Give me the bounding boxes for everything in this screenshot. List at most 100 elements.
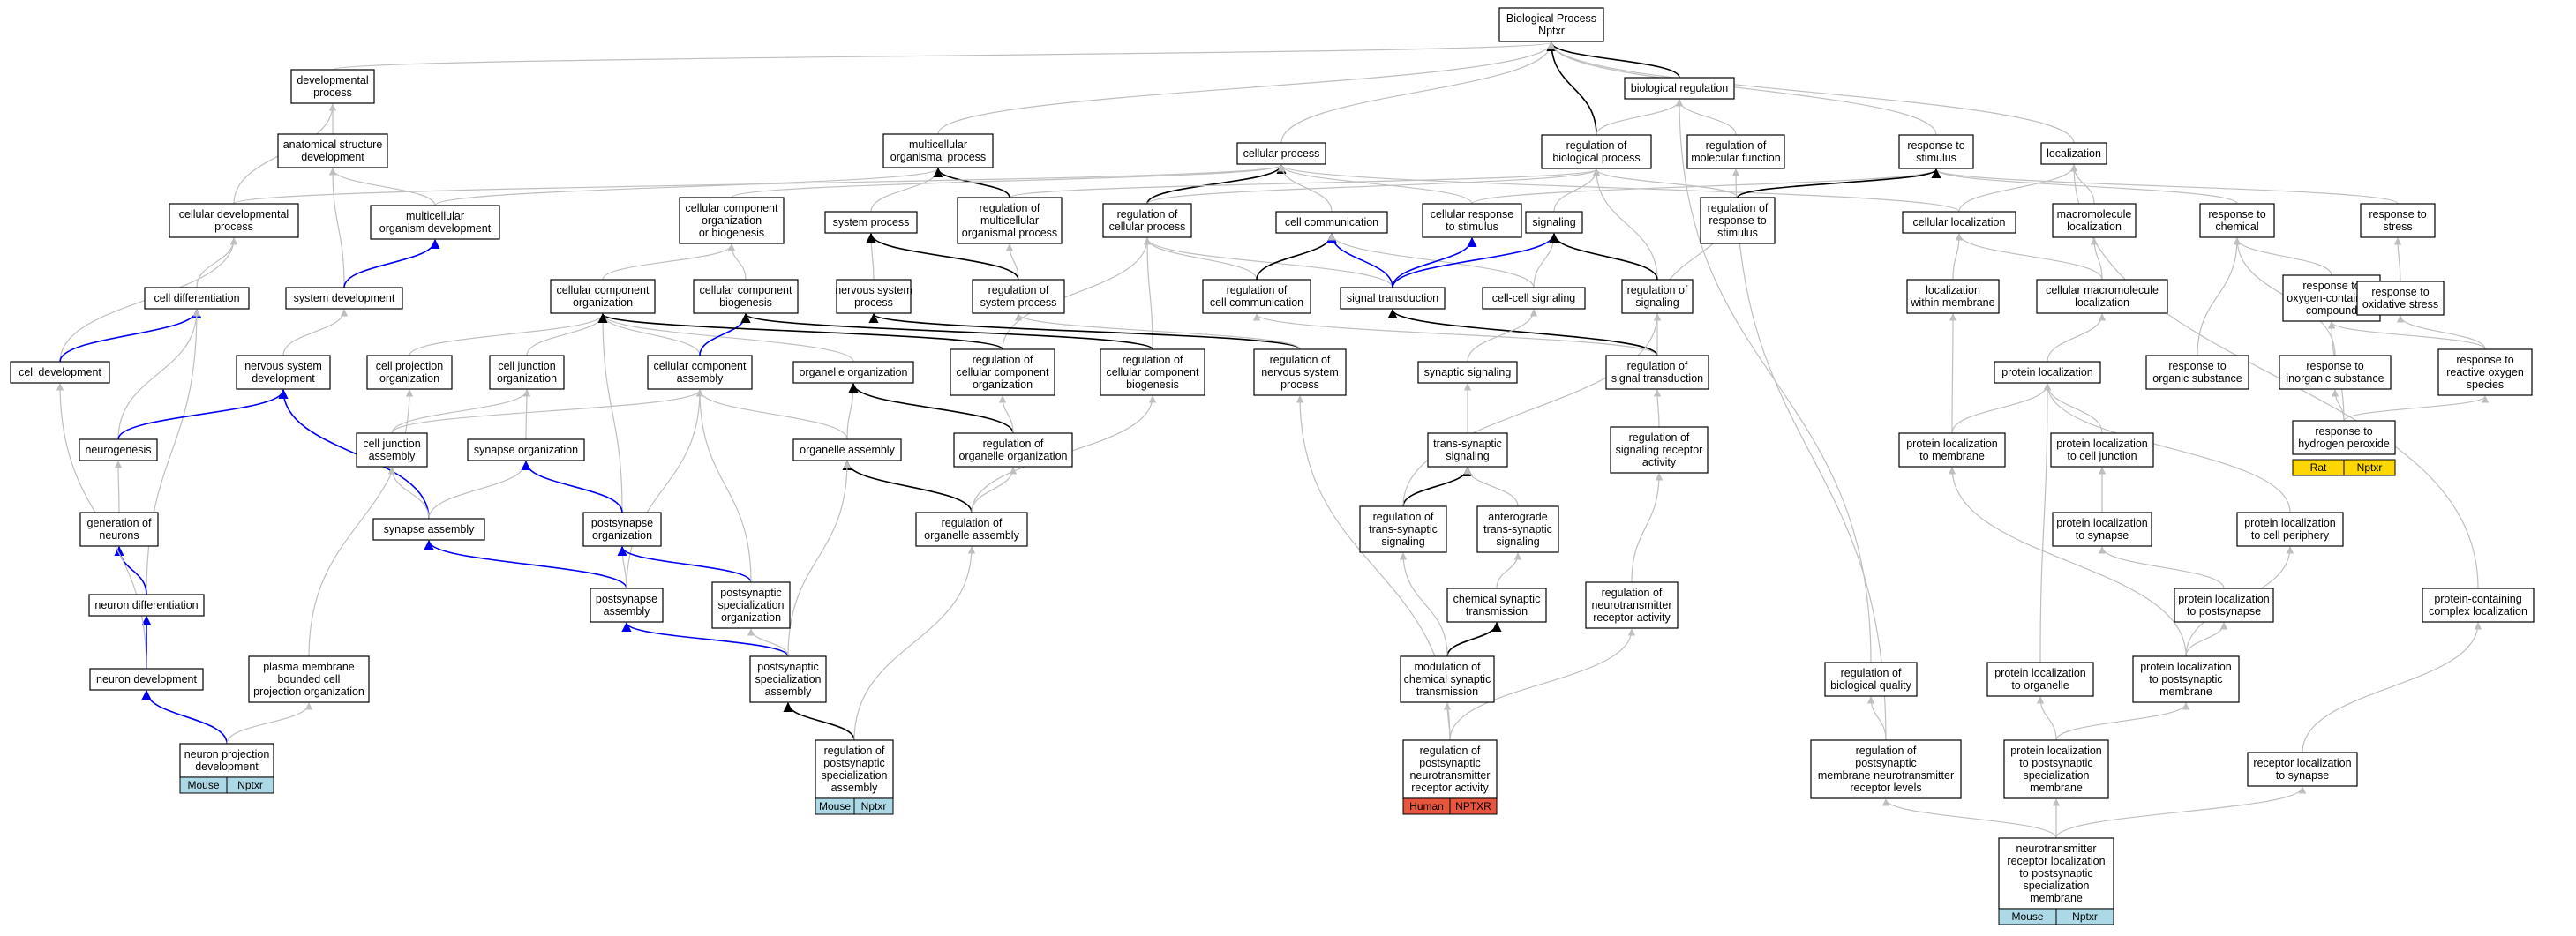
edge-ccorg-to-ccob xyxy=(602,243,736,281)
node-box xyxy=(2360,203,2436,238)
edge-anterotss-to-transsynsig xyxy=(1463,467,1519,507)
node-label-line: signaling xyxy=(1446,450,1489,462)
node-label-line: organismal process xyxy=(962,227,1057,239)
node-label-line: projection organization xyxy=(253,685,364,698)
node-box xyxy=(1422,203,1522,238)
node-label-line: activity xyxy=(1642,456,1677,468)
edge-celldevproc-to-cellproc xyxy=(233,164,1285,205)
node-label-line: protein localization xyxy=(1906,438,1998,450)
node-label-line: cellular component xyxy=(654,360,747,372)
node-box xyxy=(647,355,753,390)
node-box xyxy=(1525,211,1583,234)
node-box xyxy=(1275,211,1388,234)
node-label-line: response to xyxy=(2371,286,2429,298)
node-label-line: receptor localization xyxy=(2007,855,2105,867)
node-label-line: cellular component xyxy=(957,366,1049,378)
node-box xyxy=(144,287,250,310)
edge-neurogenesis-to-nsdev xyxy=(117,388,289,440)
node-box xyxy=(972,279,1065,314)
tag-species: Mouse xyxy=(2011,910,2043,923)
node-label-line: cell development xyxy=(19,366,101,378)
node-box xyxy=(679,197,785,244)
edge-neurogenesis-to-celldiff xyxy=(117,309,201,440)
edge-sigtrans-to-cellcomm xyxy=(1326,232,1393,288)
node-label-line: oxidative stress xyxy=(2362,298,2438,311)
node-label-line: development xyxy=(195,760,259,773)
node-label-line: to postsynaptic xyxy=(2019,867,2092,880)
edge-celljuncasm-to-celljuncorg xyxy=(391,389,531,434)
edge-protlocpssm-to-protlocpsm xyxy=(2055,702,2190,741)
node-label-line: chemical synaptic xyxy=(1453,593,1541,605)
edge-sysdev-to-multiorgdev xyxy=(343,238,440,288)
node-label-line: species xyxy=(2467,378,2504,391)
edge-sigtrans-to-regcellproc xyxy=(1143,237,1393,288)
node-label-line: neurogenesis xyxy=(85,444,151,456)
node-label-line: localization xyxy=(2067,221,2122,233)
node-label-line: regulation of xyxy=(1270,354,1331,366)
node-label-line: protein localization xyxy=(2010,745,2102,757)
node-label-line: macromolecule xyxy=(2057,208,2132,221)
node-label-line: compound xyxy=(2306,304,2357,317)
node-label-line: organelle assembly xyxy=(800,444,895,456)
node-label-line: neuron development xyxy=(96,673,197,685)
edge-organelleasm-to-organelleorg xyxy=(846,383,858,440)
node-synorg: synapse organization xyxy=(467,438,585,461)
node-box xyxy=(792,361,914,384)
node-box xyxy=(2052,203,2137,238)
edge-cellloc-to-cellproc xyxy=(1278,164,1960,213)
node-cellcomm: cell communication xyxy=(1275,211,1388,234)
node-box xyxy=(290,69,375,104)
node-box xyxy=(2036,279,2168,314)
node-label-line: trans-synaptic xyxy=(1433,438,1502,450)
node-label-line: to cell periphery xyxy=(2251,529,2330,542)
node-label-line: protein localization xyxy=(2140,661,2232,673)
node-label-line: postsynaptic xyxy=(1855,757,1916,769)
edge-regmultiorg-to-regbio xyxy=(1009,168,1600,198)
node-label-line: regulation of xyxy=(1117,208,1178,221)
edge-ccassembly-to-ccbio xyxy=(699,312,751,356)
tag-species: Rat xyxy=(2310,461,2327,474)
node-label-line: system process xyxy=(980,296,1057,309)
node-label-line: regulation of xyxy=(824,745,885,757)
node-label-line: signaling xyxy=(1635,296,1679,309)
edge-celljuncorg-to-ccorg xyxy=(526,313,607,356)
node-label-line: reactive oxygen xyxy=(2446,366,2524,378)
node-label-line: organization xyxy=(379,372,439,385)
node-box xyxy=(1700,197,1776,244)
node-box xyxy=(169,203,299,238)
edge-pssasm-to-pssorg xyxy=(747,628,789,657)
edge-pssorg-to-postsynorg xyxy=(617,545,752,583)
node-box xyxy=(1417,361,1518,384)
node-box xyxy=(1253,348,1347,396)
edge-cellrespstim-to-cellproc xyxy=(1277,164,1473,205)
node-label-line: synapse assembly xyxy=(384,523,476,535)
edge-protlocpostsyn-to-protlocsyn xyxy=(2098,546,2225,589)
node-celldiff: cell differentiation xyxy=(144,287,250,310)
node-label-line: organism development xyxy=(379,222,492,235)
edge-regnsproc-to-regsysproc xyxy=(1014,313,1301,350)
tag-gene: NPTXR xyxy=(1455,800,1491,812)
node-label-line: hydrogen peroxide xyxy=(2298,438,2390,450)
node-box xyxy=(1202,279,1311,314)
